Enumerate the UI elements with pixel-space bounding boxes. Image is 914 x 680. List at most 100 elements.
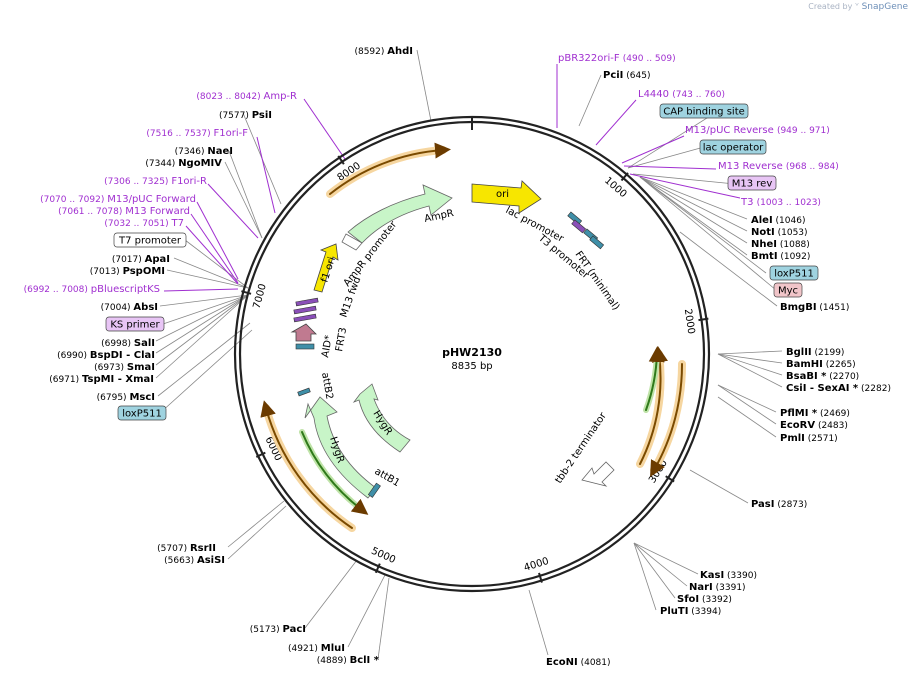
ampr-label: AmpR (423, 208, 455, 225)
tick-mark (620, 172, 629, 182)
site-label: BsaBI * (2270) (786, 371, 859, 382)
credit-brand: SnapGene (861, 2, 908, 12)
primer-label: L4440 (743 .. 760) (638, 89, 725, 100)
site-label: (6973) SmaI (94, 362, 155, 373)
site-label: (7577) PsiI (219, 110, 272, 121)
frt3-label: FRT3 (334, 327, 349, 353)
left-primer-glyphs (293, 297, 319, 323)
primer-label: (7032 .. 7051) T7 (104, 218, 184, 229)
site-leader-lines (155, 49, 783, 660)
orf-arrows (260, 142, 687, 532)
lac-promoter-label: lac promoter (504, 205, 566, 245)
primer-label: M13/pUC Reverse (949 .. 971) (685, 125, 830, 136)
site-label: NheI (1088) (751, 239, 810, 250)
site-label: EcoRV (2483) (780, 420, 848, 431)
ori-label: ori (496, 189, 509, 200)
site-label: (5173) PacI (250, 624, 306, 635)
site-label: KasI (3390) (700, 570, 757, 581)
svg-text:lac operator: lac operator (703, 143, 764, 154)
site-label: PflMI * (2469) (780, 408, 850, 419)
snapgene-credit: Created by ᘁ SnapGene (808, 2, 908, 12)
tbb2-terminator-feature: tbb-2 terminator (553, 410, 615, 487)
svg-text:M13 rev: M13 rev (732, 179, 773, 190)
credit-prefix: Created by (808, 2, 853, 11)
site-label: AleI (1046) (751, 215, 805, 226)
boxed-label: CAP binding site (659, 103, 749, 119)
site-label: (8592) AhdI (354, 46, 413, 57)
primer-label: (6992 .. 7008) pBluescriptKS (24, 284, 160, 295)
site-label: SfoI (3392) (677, 594, 732, 605)
boxed-label: lac operator (699, 139, 767, 155)
primer-label: pBR322ori-F (490 .. 509) (558, 53, 676, 64)
svg-text:T7 promoter: T7 promoter (118, 236, 182, 247)
snapgene-logo-icon: ᘁ (854, 2, 860, 11)
primer-label: (7061 .. 7078) M13 Forward (58, 206, 190, 217)
site-label: PmlI (2571) (780, 433, 838, 444)
site-label: (6990) BspDI - ClaI (57, 350, 155, 361)
f1-ori-label: f1 ori (319, 256, 338, 284)
plasmid-length: 8835 bp (451, 361, 492, 372)
plasmid-name: pHW2130 (442, 346, 502, 359)
site-label: (4921) MluI (288, 643, 345, 654)
site-label: NotI (1053) (751, 227, 808, 238)
tick-mark (374, 563, 381, 574)
site-label: (7017) ApaI (112, 254, 170, 265)
site-label: BglII (2199) (786, 347, 844, 358)
aid-label: AID* (320, 334, 335, 358)
primer-leader-lines (163, 64, 741, 292)
tick-label: 7000 (252, 283, 269, 310)
site-label: (4889) BclI * (317, 655, 380, 666)
site-label: (7013) PspOMI (90, 266, 165, 277)
hygr-small-feature: HygR (352, 383, 411, 453)
boxed-label: M13 rev (727, 175, 777, 191)
primer-feature-labels: pBR322ori-F (490 .. 509) L4440 (743 .. 76… (24, 53, 839, 295)
tick-mark (255, 451, 266, 458)
primer-label: T3 (1003 .. 1023) (740, 197, 821, 208)
site-label: PluTI (3394) (660, 606, 721, 617)
primer-label: (7306 .. 7325) F1ori-R (104, 176, 207, 187)
site-label: PasI (2873) (751, 499, 807, 510)
aid-feature: AID* FRT3 (290, 323, 349, 359)
attb1-feature: attB1 (367, 466, 402, 498)
attb2-feature: attB2 (297, 372, 335, 400)
tick-mark (698, 317, 709, 322)
site-label: BmgBI (1451) (780, 302, 849, 313)
site-label: (6795) MscI (97, 392, 155, 403)
site-label: (6998) SalI (101, 338, 155, 349)
svg-text:CAP binding site: CAP binding site (663, 107, 745, 118)
site-label: EcoNI (4081) (546, 657, 611, 668)
svg-text:loxP511: loxP511 (122, 409, 162, 420)
ori-feature: ori (471, 180, 542, 214)
svg-text:Myc: Myc (778, 286, 798, 297)
restriction-sites: (8592) AhdI PciI (645) (7577) PsiI (7346) N… (49, 46, 891, 668)
primer-label: (7516 .. 7537) F1ori-F (146, 128, 248, 139)
site-label: CsiI - SexAI * (2282) (786, 383, 891, 394)
primer-label: (7070 .. 7092) M13/pUC Forward (40, 194, 196, 205)
tick-mark (337, 155, 345, 165)
lac-region-sites (567, 211, 605, 250)
boxed-label: loxP511 (117, 405, 167, 421)
site-label: BmtI (1092) (751, 251, 810, 262)
svg-text:loxP511: loxP511 (774, 269, 814, 280)
site-label: NarI (3391) (689, 582, 746, 593)
tick-label: 2000 (682, 308, 697, 335)
primer-label: (8023 .. 8042) Amp-R (196, 91, 297, 102)
primer-label: M13 Reverse (968 .. 984) (718, 161, 839, 172)
site-label: BamHI (2265) (786, 359, 856, 370)
site-label: (7346) NaeI (175, 146, 233, 157)
site-label: (5663) AsiSI (164, 555, 225, 566)
boxed-label: Myc (773, 282, 803, 298)
site-label: (7344) NgoMIV (145, 158, 222, 169)
ampr-feature: AmpR (347, 184, 455, 244)
boxed-label: KS primer (105, 316, 165, 332)
tick-mark (665, 475, 675, 483)
boxed-label: loxP511 (769, 265, 819, 281)
f1-ori-feature: f1 ori (313, 243, 339, 293)
frt-minimal-label: FRT (minimal) (573, 249, 622, 312)
tick-mark (241, 290, 252, 295)
site-label: (6971) TspMI - XmaI (49, 374, 154, 385)
site-label: PciI (645) (603, 70, 650, 81)
site-label: (7004) AbsI (101, 302, 158, 313)
